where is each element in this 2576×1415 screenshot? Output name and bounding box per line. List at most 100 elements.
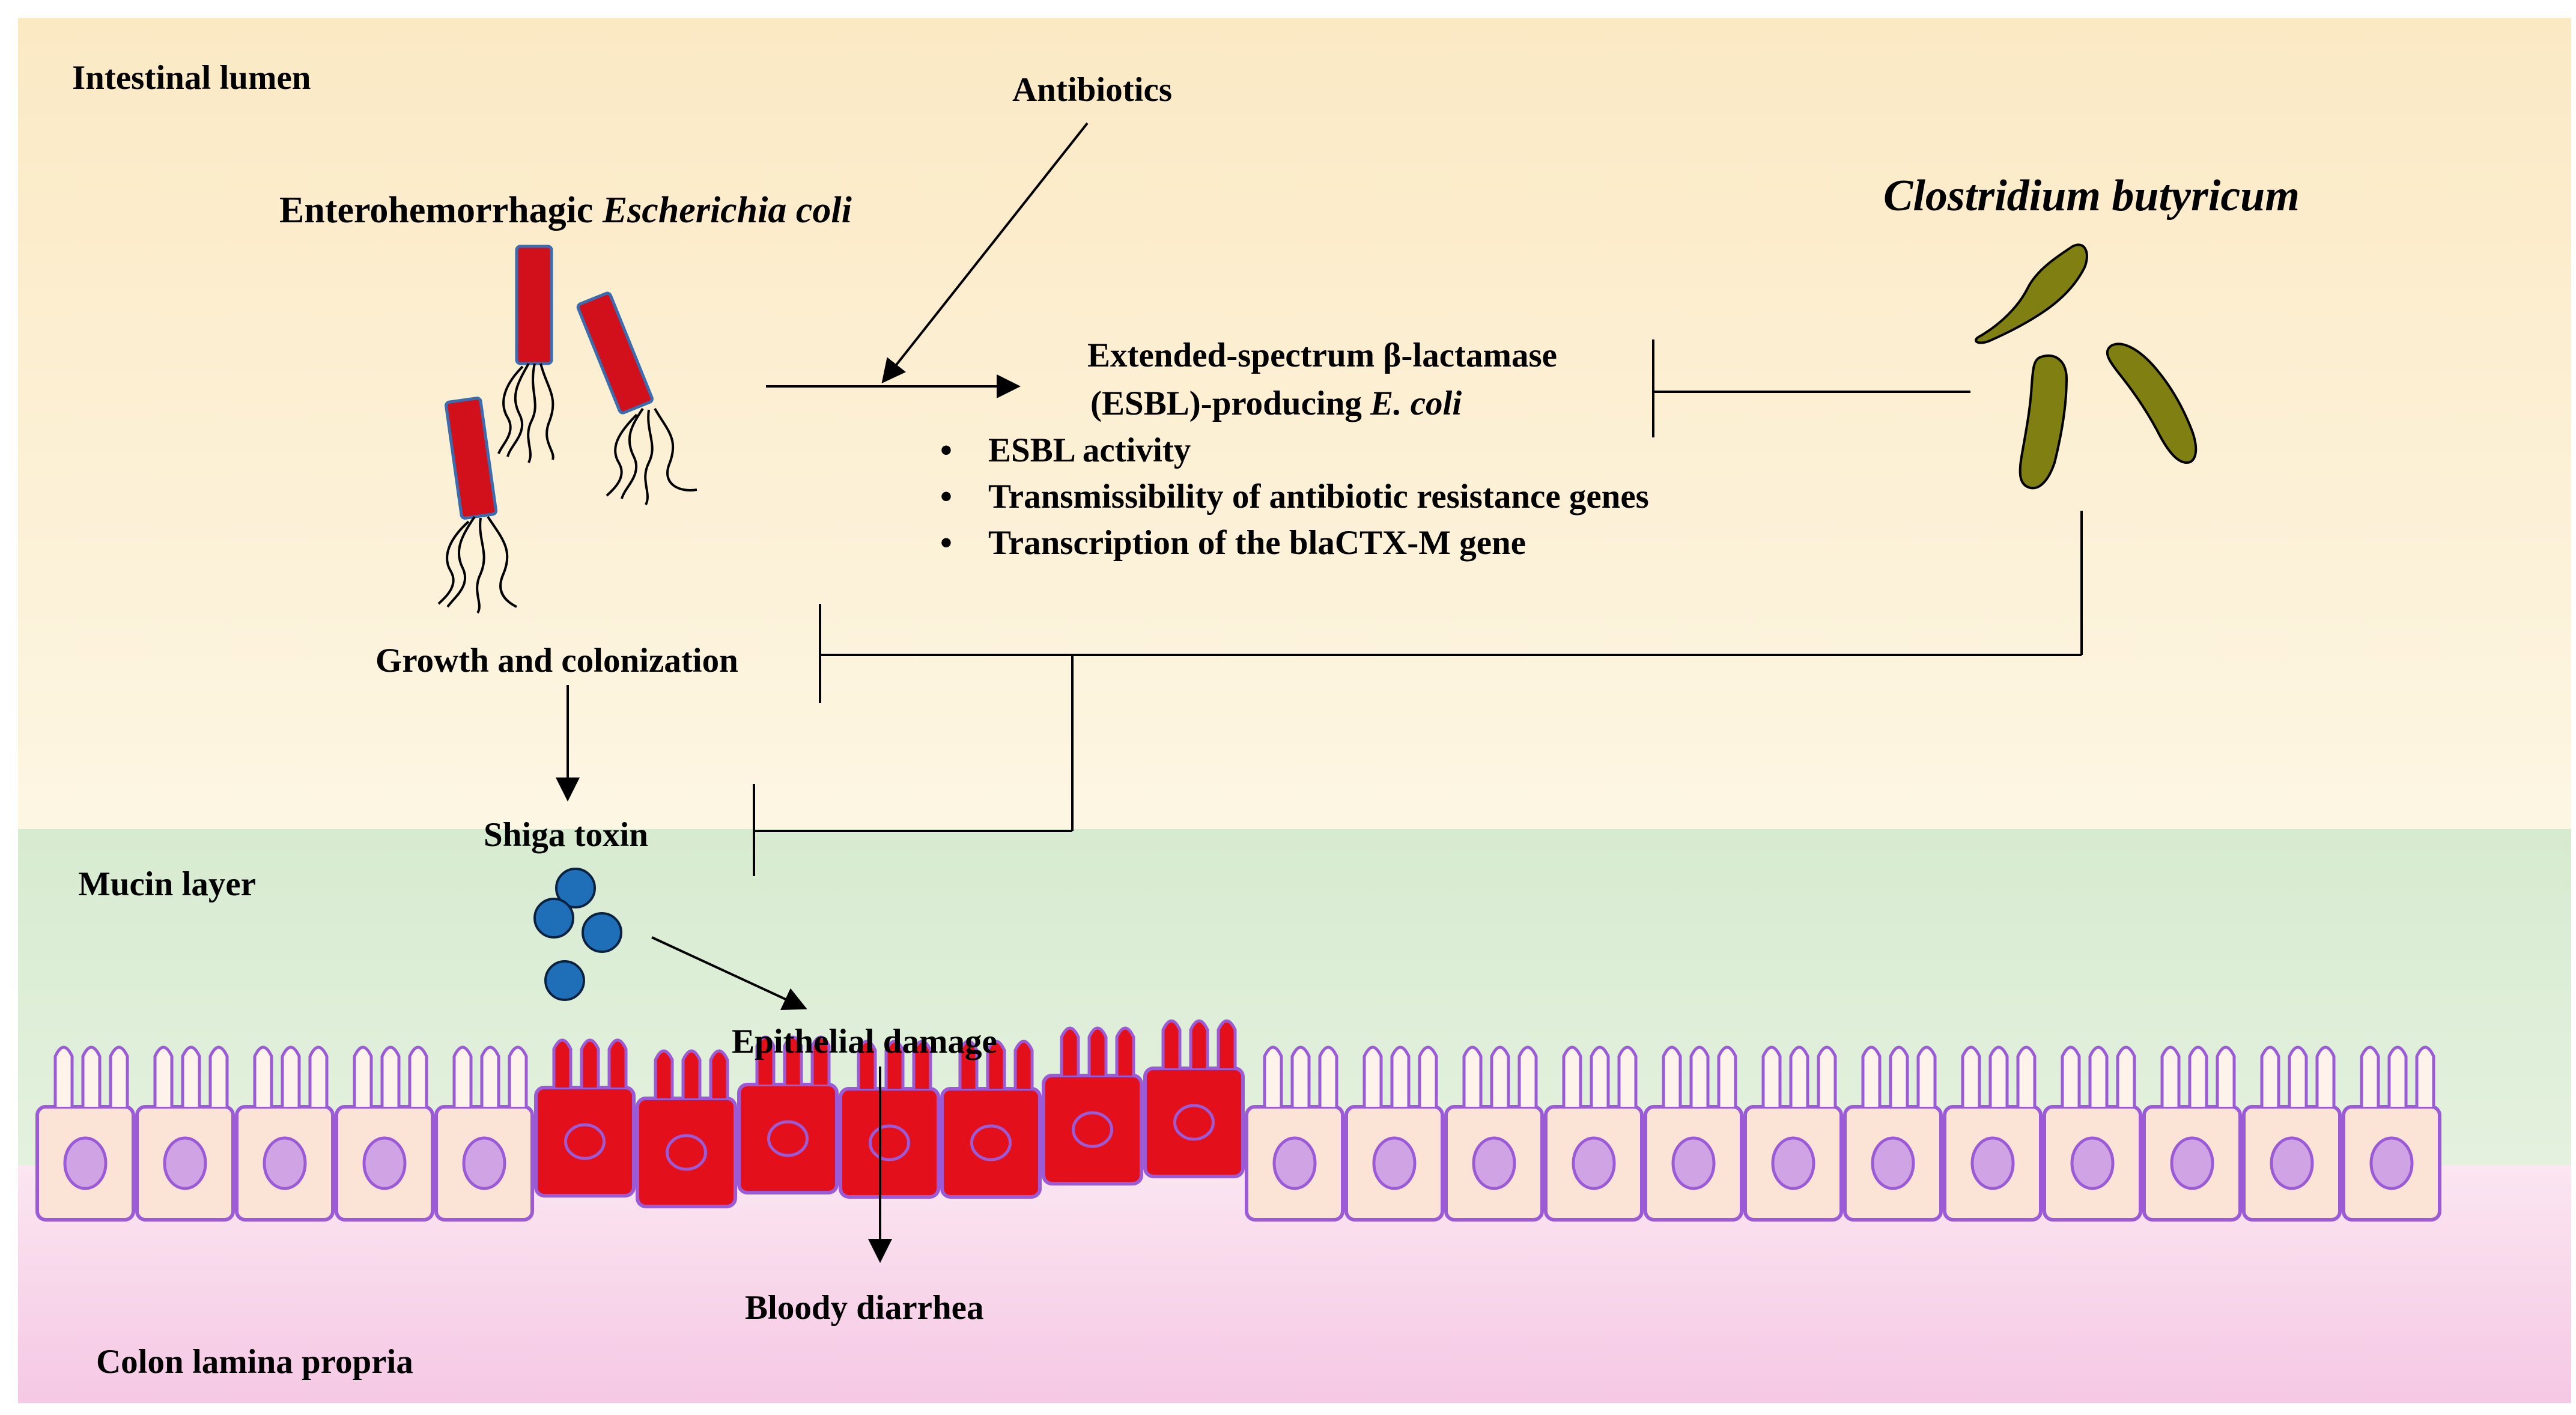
microvillus xyxy=(2160,1045,2181,1107)
microvillus xyxy=(857,1039,877,1089)
epithelial-cell-damaged xyxy=(737,1035,839,1194)
esbl-effect-bullet: • xyxy=(940,431,952,469)
microvillus xyxy=(1161,1019,1182,1068)
cell-nucleus xyxy=(1871,1136,1915,1190)
microvillus xyxy=(1362,1045,1383,1107)
microvillus xyxy=(480,1045,500,1107)
toxin-to-damage-arrow xyxy=(651,936,807,1011)
intestinal-lumen-label: Intestinal lumen xyxy=(72,59,311,97)
mucin-layer-label: Mucin layer xyxy=(78,865,256,903)
microvillus xyxy=(1490,1045,1510,1107)
cell-nucleus xyxy=(1970,1136,2015,1190)
microvillus xyxy=(1861,1045,1882,1107)
esbl-effect-item: ESBL activity xyxy=(988,431,1191,469)
epithelial-cell-damaged xyxy=(1143,1019,1245,1178)
shiga-toxin-label: Shiga toxin xyxy=(484,816,648,854)
toxin-particle xyxy=(582,912,622,953)
microvillus xyxy=(1318,1045,1338,1107)
microvillus xyxy=(353,1045,373,1107)
cell-nucleus xyxy=(1372,1136,1417,1190)
ehec-bacterium-3 xyxy=(437,397,517,614)
microvillus xyxy=(986,1039,1006,1089)
microvillus xyxy=(452,1045,473,1107)
epithelial-cell-damaged xyxy=(636,1049,737,1208)
esbl-title-line2-species: E. coli xyxy=(1370,385,1462,422)
microvillus xyxy=(1390,1045,1411,1107)
microvillus xyxy=(1717,1045,1737,1107)
microvillus xyxy=(1013,1039,1034,1089)
epithelial-cell-healthy xyxy=(235,1045,335,1222)
cell-nucleus xyxy=(1671,1136,1716,1190)
microvillus xyxy=(2288,1045,2308,1107)
cell-nucleus xyxy=(1272,1136,1317,1190)
cell-nucleus xyxy=(263,1136,307,1190)
microvillus xyxy=(1290,1045,1311,1107)
clostridium-cell-2 xyxy=(2019,354,2068,490)
microvillus xyxy=(755,1035,776,1085)
bloody-diarrhea-label: Bloody diarrhea xyxy=(745,1289,983,1327)
microvillus xyxy=(552,1038,573,1088)
microvillus xyxy=(1517,1045,1538,1107)
cell-nucleus xyxy=(2270,1136,2314,1190)
esbl-effect-bullet: • xyxy=(940,478,952,516)
microvillus xyxy=(654,1049,674,1098)
epithelial-cell-healthy xyxy=(2043,1045,2142,1222)
microvillus xyxy=(153,1045,174,1107)
microvillus xyxy=(81,1045,102,1107)
microvillus xyxy=(2315,1045,2336,1107)
microvillus xyxy=(1115,1026,1135,1076)
ehec-title-species: Escherichia coli xyxy=(602,190,852,231)
cell-nucleus xyxy=(2170,1136,2214,1190)
microvillus xyxy=(181,1045,201,1107)
microvillus xyxy=(1562,1045,1582,1107)
microvillus xyxy=(281,1045,301,1107)
cell-nucleus xyxy=(1072,1111,1113,1148)
microvillus xyxy=(2188,1045,2208,1107)
microvillus xyxy=(1060,1026,1080,1076)
microvillus xyxy=(681,1049,702,1098)
colon-lamina-propria-label: Colon lamina propria xyxy=(96,1343,413,1381)
ehec-title-prefix: Enterohemorrhagic xyxy=(279,190,603,231)
cell-nucleus xyxy=(1572,1136,1616,1190)
esbl-effect-item: Transmissibility of antibiotic resistanc… xyxy=(988,478,1649,516)
microvillus xyxy=(1916,1045,1937,1107)
epithelial-damage-label: Epithelial damage xyxy=(732,1023,997,1060)
microvillus xyxy=(1263,1045,1283,1107)
microvillus xyxy=(810,1035,831,1085)
microvillus xyxy=(380,1045,401,1107)
clostridium-cells xyxy=(1975,243,2198,490)
toxin-particle xyxy=(555,868,596,908)
epithelial-cell-healthy xyxy=(1245,1045,1344,1222)
cell-nucleus xyxy=(767,1120,809,1157)
microvillus xyxy=(580,1038,600,1088)
cell-nucleus xyxy=(462,1136,506,1190)
microvillus xyxy=(2415,1045,2435,1107)
cell-nucleus xyxy=(970,1124,1012,1161)
microvillus xyxy=(2216,1045,2236,1107)
cell-nucleus xyxy=(869,1124,910,1161)
epithelial-cell-healthy xyxy=(335,1045,434,1222)
epithelial-cell-damaged xyxy=(534,1038,636,1197)
epithelial-cell-healthy xyxy=(2142,1045,2242,1222)
cell-nucleus xyxy=(564,1123,606,1160)
epithelial-cell-healthy xyxy=(1743,1045,1843,1222)
antibiotics-label: Antibiotics xyxy=(1012,71,1172,109)
cell-nucleus xyxy=(163,1136,207,1190)
microvillus xyxy=(709,1049,729,1098)
microvillus xyxy=(2061,1045,2081,1107)
microvillus xyxy=(1817,1045,1837,1107)
cell-nucleus xyxy=(1173,1104,1215,1141)
cell-nucleus xyxy=(2369,1136,2414,1190)
esbl-title-line1: Extended-spectrum β-lactamase xyxy=(1087,336,1557,374)
lumen-region xyxy=(18,18,2571,829)
microvillus xyxy=(1961,1045,1981,1107)
epithelial-cell-healthy xyxy=(1644,1045,1743,1222)
antibiotics-arrow xyxy=(881,122,1089,384)
microvillus xyxy=(2016,1045,2037,1107)
esbl-effect-bullet: • xyxy=(940,524,952,562)
microvillus xyxy=(1590,1045,1610,1107)
microvillus xyxy=(2260,1045,2280,1107)
ehec-bacterium-1 xyxy=(497,245,554,463)
epithelial-cell-healthy xyxy=(135,1045,235,1222)
esbl-effects-list: • ESBL activity • Transmissibility of an… xyxy=(940,431,1649,562)
